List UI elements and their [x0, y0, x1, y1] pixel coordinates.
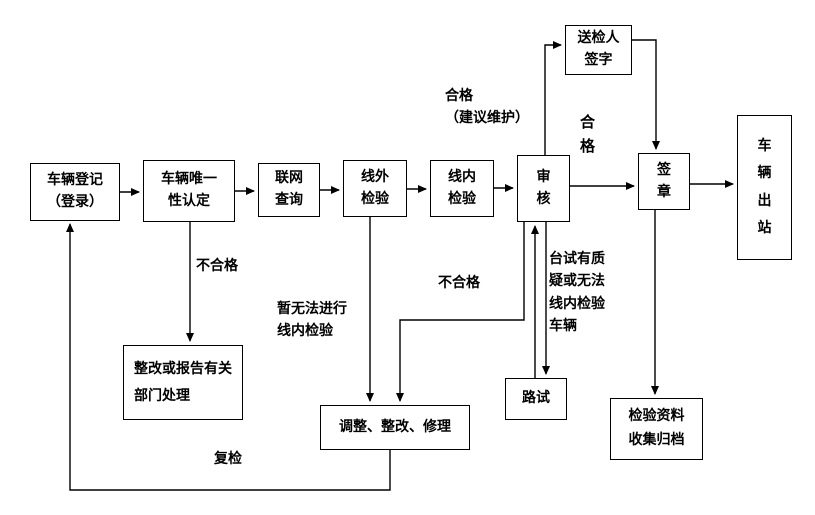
label-bench-test-note: 台试有质 疑或无法 线内检验 车辆	[549, 251, 605, 335]
node-vehicle-register: 车辆登记 （登录）	[30, 163, 120, 221]
arrow-audit-to-adjust	[396, 222, 525, 402]
node-online-inspection: 线内 检验	[430, 160, 494, 217]
node-road-test: 路试	[505, 378, 567, 420]
node-network-query: 联网 查询	[258, 163, 320, 217]
node-rectify-report: 整改或报告有关 部门处理	[123, 345, 243, 420]
arrow-adjust-to-register-recheck	[66, 223, 391, 491]
label-unqualified-audit: 不合格	[438, 275, 480, 291]
node-audit: 审 核	[517, 155, 570, 222]
label-recheck: 复检	[214, 451, 242, 467]
node-vehicle-exit: 车 辆 出 站	[737, 115, 792, 260]
arrow-audit-to-sign	[544, 41, 562, 155]
node-inspector-signature: 送检人 签字	[565, 25, 632, 75]
node-adjust-repair: 调整、整改、修理	[320, 405, 470, 450]
node-vehicle-uniqueness: 车辆唯一 性认定	[143, 160, 235, 222]
arrow-sign-to-seal	[632, 39, 660, 150]
node-offline-inspection: 线外 检验	[343, 160, 407, 217]
label-unqualified-uniqueness: 不合格	[196, 258, 238, 274]
label-qualified-maintain: 合格 （建议维护）	[445, 88, 529, 127]
label-cannot-online-inspection: 暂无法进行 线内检验	[277, 301, 347, 340]
label-qualified: 合 格	[580, 113, 596, 155]
node-archive: 检验资料 收集归档	[610, 398, 703, 460]
node-seal: 签 章	[638, 153, 690, 210]
